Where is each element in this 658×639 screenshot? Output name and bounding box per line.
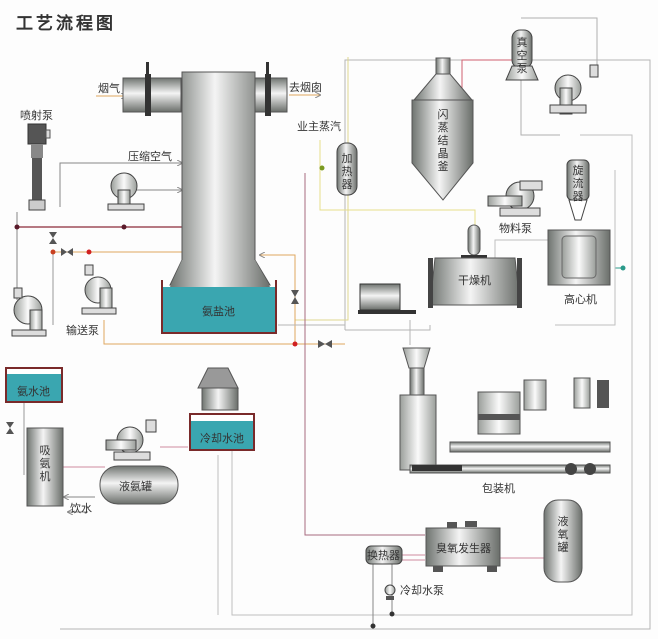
label-material-pump: 物料泵	[499, 221, 532, 235]
pipelines	[16, 17, 651, 630]
liquid-ammonia-tank	[99, 465, 179, 505]
pump-ammonia-water	[11, 287, 47, 337]
label-liquid-oxygen-tank: 液氧罐	[558, 514, 569, 554]
pipe-vacuum-pump	[520, 17, 598, 136]
dryer	[358, 224, 522, 314]
vertical-label-char: 空	[517, 48, 528, 62]
label-heater: 加热器	[342, 152, 353, 191]
material-pump	[487, 180, 543, 217]
cooling-water-pump	[384, 584, 396, 600]
cooling-circulation-pump	[105, 419, 157, 461]
vertical-label-char: 流	[573, 176, 584, 190]
valve	[291, 290, 299, 304]
label-centrifuge: 高心机	[564, 292, 597, 306]
label-vacuum-pump: 真空泵	[517, 35, 528, 75]
packaging-machine	[399, 347, 611, 475]
vertical-label-char: 加	[342, 152, 353, 165]
page-title: 工艺流程图	[16, 14, 116, 34]
cooling-water-pool	[189, 413, 255, 451]
ammonium-salt-pool	[161, 280, 277, 334]
vertical-label-char: 热	[342, 165, 353, 178]
jet-pump	[27, 123, 51, 211]
pump-compressed-air	[107, 172, 145, 211]
label-owner-steam: 业主蒸汽	[297, 119, 341, 133]
label-transfer-pump: 输送泵	[66, 323, 99, 337]
vacuum-pump	[505, 29, 539, 81]
label-cyclone: 旋流器	[573, 163, 584, 203]
label-drinking-water: 饮水	[70, 502, 92, 515]
label-ammonia-water-pool: 氨水池	[17, 385, 50, 398]
vertical-label-char: 闪	[438, 107, 449, 121]
vertical-label-char: 结	[438, 134, 449, 147]
cyclone	[566, 159, 590, 221]
vertical-label-char: 氨	[40, 457, 51, 470]
vertical-label-char: 旋	[573, 163, 584, 177]
pipe-compressed-air	[59, 163, 182, 207]
valves	[6, 232, 332, 434]
vertical-label-char: 釜	[438, 159, 449, 173]
valve	[49, 232, 57, 244]
liquid-oxygen-tank	[543, 499, 583, 583]
ozone-generator	[425, 521, 501, 572]
label-dryer: 干燥机	[458, 273, 491, 287]
label-to-chimney: 去烟囱	[289, 80, 322, 94]
pipe-inner-loop	[231, 134, 633, 616]
vacuum-pump-unit	[549, 64, 599, 115]
pipe-vacuum	[461, 59, 515, 90]
flash-crystallizer	[411, 57, 474, 201]
vertical-label-char: 泵	[517, 62, 528, 75]
valve	[318, 340, 332, 348]
heat-exchanger	[365, 545, 403, 565]
valve	[6, 422, 14, 434]
vertical-label-char: 蒸	[438, 121, 449, 134]
pipe-orange-return	[103, 320, 345, 345]
vertical-label-char: 吸	[40, 444, 51, 457]
vertical-label-char: 真	[517, 35, 528, 49]
label-packaging-machine: 包装机	[482, 481, 515, 495]
pipe-ozone	[304, 173, 425, 536]
heater	[336, 142, 358, 196]
centrifuge	[547, 229, 611, 286]
label-ammonium-salt-pool: 氨盐池	[202, 305, 235, 318]
vertical-label-char: 氧	[558, 527, 569, 541]
vertical-label-char: 机	[40, 469, 51, 483]
vertical-label-char: 晶	[438, 147, 449, 160]
label-cooling-water-pool: 冷却水池	[200, 432, 244, 445]
vertical-label-char: 器	[342, 178, 353, 191]
ammonia-absorber	[26, 427, 64, 507]
label-heat-exchanger: 换热器	[367, 548, 400, 562]
valve	[61, 248, 73, 256]
desulfurization-tower	[122, 62, 288, 334]
label-liquid-ammonia-tank: 液氨罐	[119, 479, 152, 493]
vertical-label-char: 罐	[558, 541, 569, 554]
label-ammonia-absorber: 吸氨机	[40, 444, 51, 483]
vertical-label-char: 液	[558, 514, 569, 528]
pipe-junctions	[14, 165, 626, 629]
label-jet-pump: 喷射泵	[20, 108, 53, 122]
label-cooling-water-pump: 冷却水泵	[400, 584, 444, 597]
label-compressed-air: 压缩空气	[128, 149, 172, 163]
cooling-tower	[197, 367, 239, 411]
label-ozone-generator: 臭氧发生器	[436, 541, 491, 555]
label-flash-crystallizer: 闪蒸结晶釜	[438, 107, 449, 173]
label-flue-gas: 烟气	[98, 81, 120, 95]
ammonia-water-pool	[5, 367, 63, 403]
transfer-pump	[81, 264, 117, 315]
vertical-label-char: 器	[573, 190, 584, 203]
